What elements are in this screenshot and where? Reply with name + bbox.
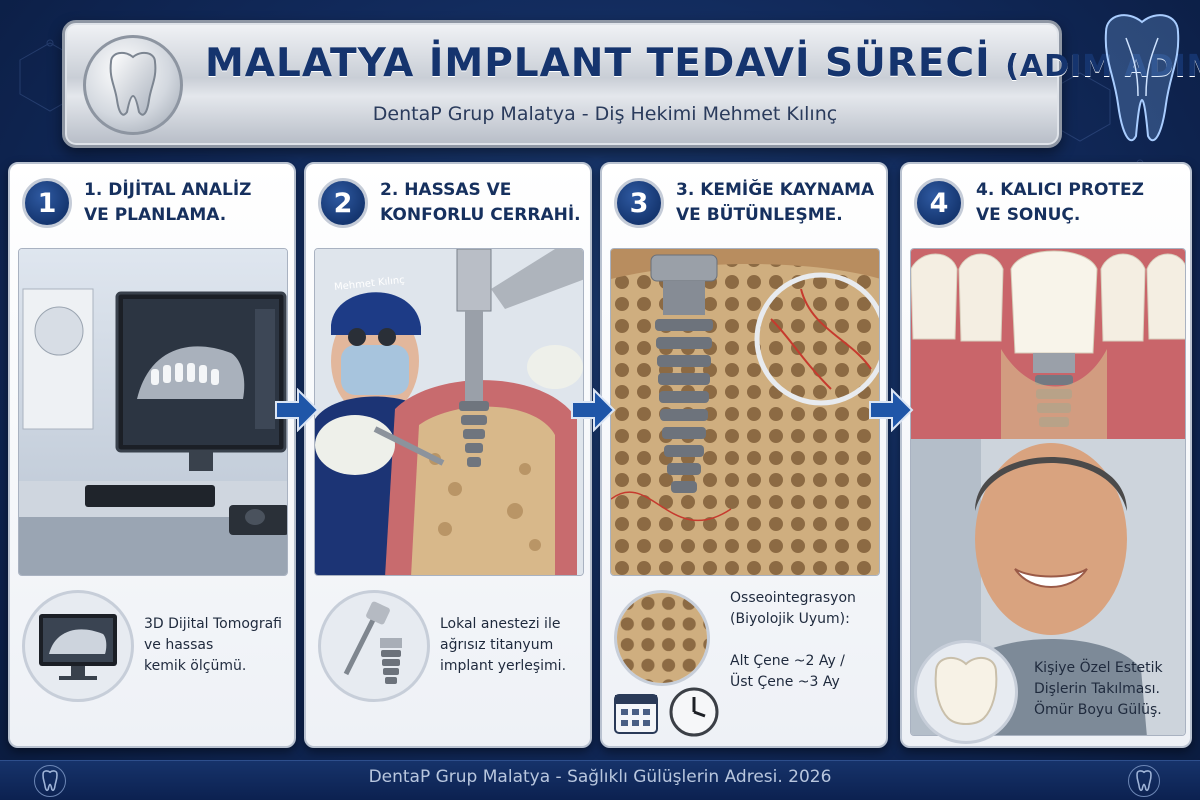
step-caption: Lokal anestezi ile ağrısız titanyum impl… bbox=[440, 616, 567, 674]
step-caption-area: Lokal anestezi ile ağrısız titanyum impl… bbox=[314, 584, 584, 742]
arrow-right-icon bbox=[571, 388, 616, 432]
crown-thumbnail bbox=[914, 640, 1018, 744]
tooth-icon bbox=[83, 35, 183, 135]
tooth-icon bbox=[1128, 765, 1160, 797]
footer-text: DentaP Grup Malatya - Sağlıklı Gülüşleri… bbox=[368, 767, 832, 787]
step-caption: 3D Dijital Tomografi ve hassas kemik ölç… bbox=[144, 616, 282, 674]
step-title: 1. DİJİTAL ANALİZ VE PLANLAMA. bbox=[84, 180, 252, 225]
header-banner: MALATYA İMPLANT TEDAVİ SÜRECİ (ADIM ADIM… bbox=[62, 20, 1200, 148]
tooth-xray-icon bbox=[1104, 14, 1180, 142]
step-card-4: 4 4. KALICI PROTEZ VE SONUÇ. bbox=[900, 162, 1192, 748]
step-card-1: 1 1. DİJİTAL ANALİZ VE PLANLAMA. bbox=[8, 162, 296, 748]
step-header: 1 1. DİJİTAL ANALİZ VE PLANLAMA. bbox=[10, 164, 294, 246]
implant-thumbnail bbox=[318, 590, 430, 702]
footer-bar: DentaP Grup Malatya - Sağlıklı Gülüşleri… bbox=[0, 760, 1200, 800]
step-card-3: 3 3. KEMİĞE KAYNAMA VE BÜTÜNLEŞME. bbox=[600, 162, 888, 748]
step-photo-digital-planning bbox=[18, 248, 288, 576]
arrow-right-icon bbox=[275, 388, 320, 432]
step-number-badge: 3 bbox=[614, 178, 664, 228]
clock-icon bbox=[669, 687, 719, 737]
bone-structure-thumbnail bbox=[614, 590, 710, 686]
step-caption-area: 3D Dijital Tomografi ve hassas kemik ölç… bbox=[18, 584, 288, 742]
step-header: 4 4. KALICI PROTEZ VE SONUÇ. bbox=[902, 164, 1190, 246]
tooth-icon bbox=[34, 765, 66, 797]
step-title: 3. KEMİĞE KAYNAMA VE BÜTÜNLEŞME. bbox=[676, 180, 875, 225]
calendar-icon bbox=[614, 694, 658, 734]
step-number-badge: 2 bbox=[318, 178, 368, 228]
step-title: 2. HASSAS VE KONFORLU CERRAHİ. bbox=[380, 180, 581, 225]
step-photo-surgery bbox=[314, 248, 584, 576]
step-title: 4. KALICI PROTEZ VE SONUÇ. bbox=[976, 180, 1144, 225]
page-title: MALATYA İMPLANT TEDAVİ SÜRECİ (ADIM ADIM… bbox=[205, 41, 1200, 86]
step-header: 2 2. HASSAS VE KONFORLU CERRAHİ. bbox=[306, 164, 590, 246]
step-card-2: 2 2. HASSAS VE KONFORLU CERRAHİ. bbox=[304, 162, 592, 748]
step-caption: Kişiye Özel Estetik Dişlerin Takılması. … bbox=[1034, 660, 1163, 718]
page-subtitle: DentaP Grup Malatya - Diş Hekimi Mehmet … bbox=[372, 103, 838, 125]
monitor-thumbnail bbox=[22, 590, 134, 702]
step-number-badge: 1 bbox=[22, 178, 72, 228]
step-header: 3 3. KEMİĞE KAYNAMA VE BÜTÜNLEŞME. bbox=[602, 164, 886, 246]
step-caption-area: Osseointegrasyon (Biyolojik Uyum): Alt Ç… bbox=[610, 584, 880, 742]
step-caption: Osseointegrasyon (Biyolojik Uyum): Alt Ç… bbox=[730, 590, 856, 690]
arrow-right-icon bbox=[869, 388, 914, 432]
step-number-badge: 4 bbox=[914, 178, 964, 228]
step-photo-osseointegration bbox=[610, 248, 880, 576]
